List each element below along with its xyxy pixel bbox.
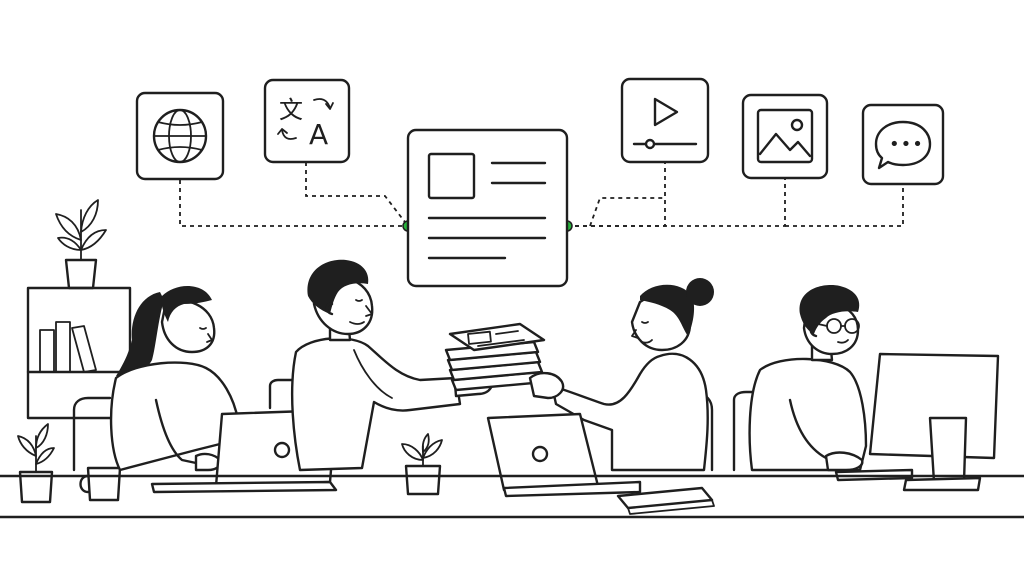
globe-icon: [135, 91, 225, 181]
person-man-glasses-monitor: [732, 285, 868, 472]
desk-surface: [0, 474, 1024, 519]
chat-bubble-icon: •••: [861, 103, 945, 186]
person-woman-laptop: [72, 285, 240, 472]
translate-icon: 文 A: [263, 78, 351, 164]
potted-plant-top: [55, 199, 107, 290]
potted-plant-desk-left: [17, 423, 55, 504]
translate-source-glyph: 文: [279, 96, 303, 124]
laptop-center: [486, 412, 642, 498]
chat-dots: •••: [889, 134, 924, 155]
image-icon: [741, 93, 829, 180]
coffee-mug: [79, 466, 122, 502]
document-icon: [406, 128, 569, 288]
video-player-icon: [620, 77, 710, 164]
paper-stack: [444, 322, 546, 392]
person-woman-receiving: [528, 278, 714, 472]
connector-lines: [179, 162, 904, 227]
translate-target-glyph: A: [309, 118, 328, 151]
tablet-device: [616, 486, 715, 515]
potted-plant-desk-center: [401, 433, 443, 496]
desktop-monitor: [834, 352, 1000, 492]
